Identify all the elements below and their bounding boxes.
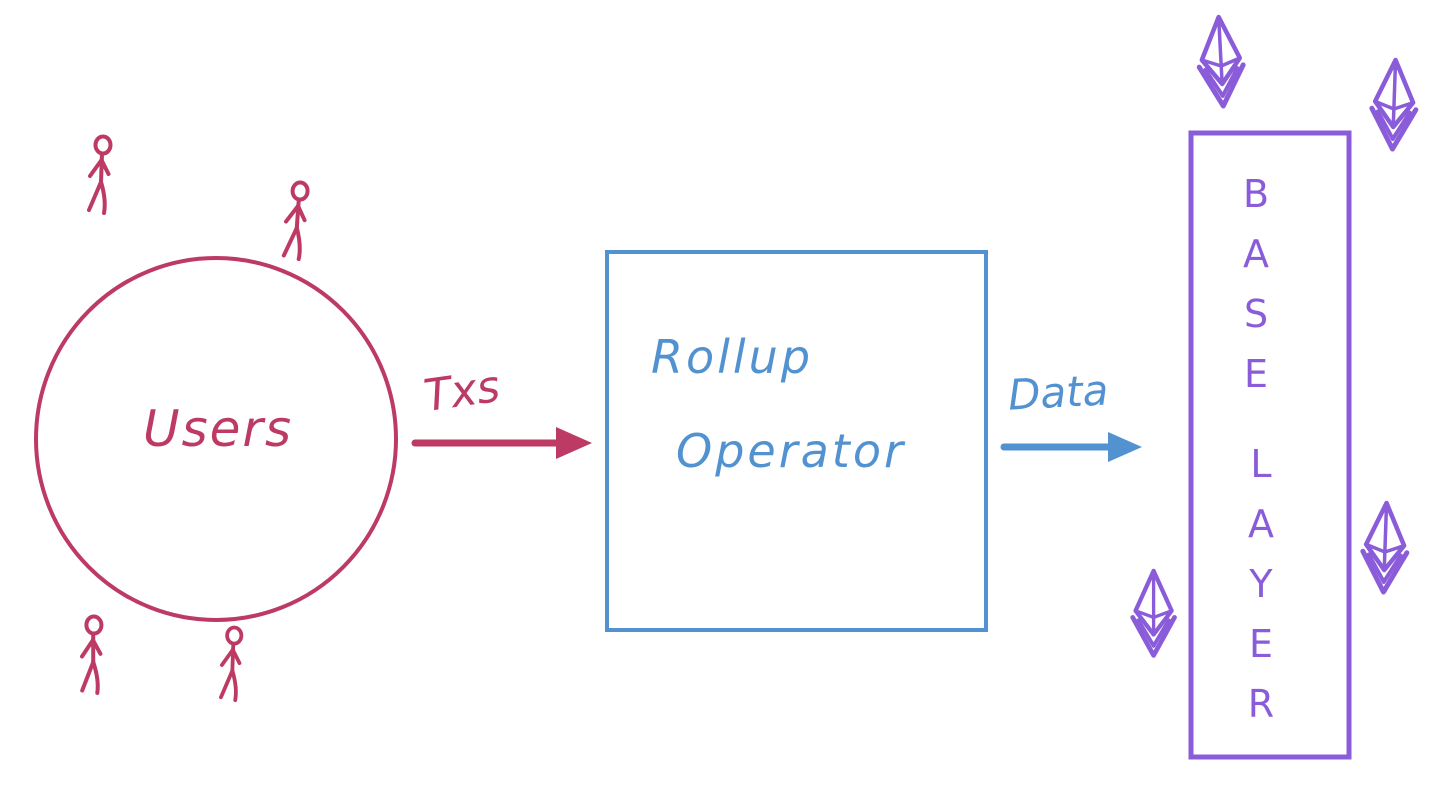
data-arrow-shape — [1000, 432, 1142, 462]
ethereum-icon — [1197, 16, 1246, 107]
stick-figure — [80, 616, 104, 693]
data-arrow-label: Data — [1006, 365, 1110, 420]
base-layer-label-layer: LAYER — [1239, 442, 1283, 742]
rollup-operator-label-line2: Operator — [676, 424, 906, 478]
users-circle — [34, 256, 398, 622]
base-layer-label-base: BASE — [1234, 172, 1278, 412]
txs-arrow-shape — [411, 427, 592, 459]
ethereum-icon — [1361, 502, 1408, 592]
txs-arrow-label: Txs — [420, 360, 504, 423]
users-label: Users — [142, 400, 293, 458]
stick-figure — [219, 625, 244, 703]
base-layer-box — [1188, 130, 1352, 760]
ethereum-icon — [1133, 571, 1175, 656]
rollup-operator-box — [605, 250, 988, 632]
stick-figure — [87, 134, 113, 215]
stick-figure — [284, 182, 308, 259]
rollup-operator-label-line1: Rollup — [651, 330, 814, 384]
ethereum-icon — [1370, 59, 1417, 149]
